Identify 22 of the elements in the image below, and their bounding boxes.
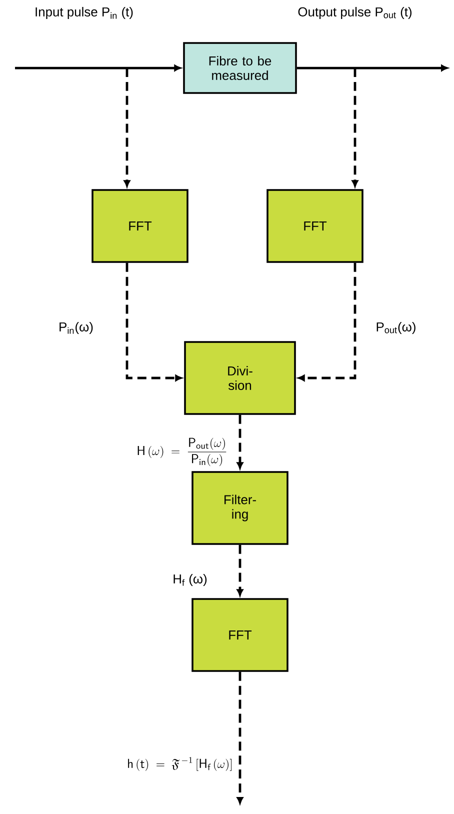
process-box: FFT — [266, 189, 364, 263]
edge-label: Output pulse P$_{out}$ (t) — [298, 6, 412, 20]
process-box: Divi- sion — [184, 341, 296, 415]
edge-label: P$_{out}$(ω) — [376, 322, 416, 334]
process-box: FFT — [192, 598, 288, 672]
process-box: Filter- ing — [192, 471, 288, 545]
arrow — [298, 262, 356, 382]
edge-label: P$_{in}$(ω) — [60, 322, 93, 334]
arrow — [126, 262, 182, 382]
arrow — [352, 68, 358, 187]
arrow — [15, 64, 181, 72]
arrow — [236, 672, 244, 804]
edge-label: H$_{f}$ (ω) — [174, 574, 207, 586]
arrow — [236, 544, 244, 596]
edge-label: Input pulse P$_{in}$ (t) — [36, 6, 133, 20]
process-box: FFT — [92, 189, 188, 263]
edge-label: $\mathsf{h}\,(\mathsf{t})\;=\;\mathfrak{F}^{\,-1}\,[\mathsf{H}_{\mathsf{f}}\,(\omega)]$ — [128, 756, 232, 771]
arrow — [236, 414, 244, 469]
arrow — [296, 64, 448, 72]
process-box: Fibre to be measured — [183, 42, 297, 94]
arrow — [124, 68, 130, 187]
edge-label: $\mathsf{H}\,(\omega)\;=\;\frac{\mathsf{P}_{\mathsf{out}}(\omega)}{\mathsf{P}_{\mathsf{in}}(\omega)}$ — [138, 438, 226, 466]
